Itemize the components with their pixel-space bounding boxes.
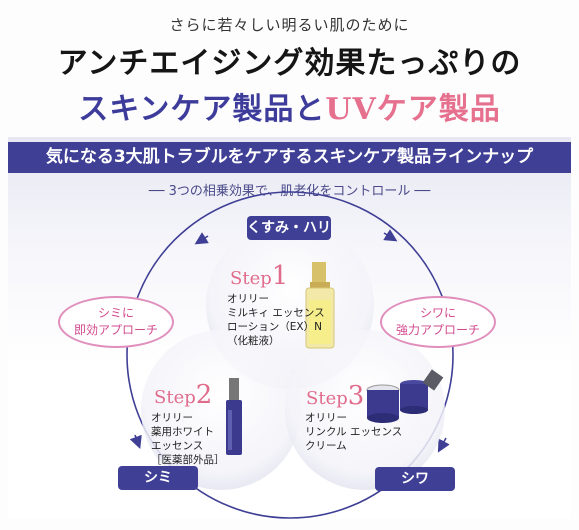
shiwa-approach-line1: シワに [419,306,456,320]
step2-number: 2 [195,380,213,410]
step1-number: 1 [271,261,289,291]
step1-product-name: オリリー ミルキィ エッセンス ローション（EX）N （化粧液） [227,293,325,347]
step1-word: Step [230,268,272,289]
step2-product-name: オリリー 薬用ホワイト エッセンス ［医薬部外品］ [151,412,225,466]
uv-care-text: UVケア製品 [325,92,501,127]
and-text: と [294,92,326,127]
header-line-2: アンチエイジング効果たっぷりの [57,46,522,81]
step3-title: Step3 [306,381,364,411]
shimi-approach-oval: シミに 即効アプローチ [58,296,174,348]
shimi-approach-line1: シミに [97,306,134,320]
cycle-circle [126,191,454,519]
header-line-3: スキンケア製品とUVケア製品 [0,84,579,128]
header-line-1: さらに若々しい明るい肌のために [169,16,410,34]
step1-title: Step1 [230,261,288,291]
shiwa-approach-line2: 強力アプローチ [395,323,480,337]
step3-product-name: オリリー リンクル エッセンス クリーム [305,412,403,452]
lineup-banner: 気になる3大肌トラブルをケアするスキンケア製品ラインナップ [8,142,571,173]
step3-word: Step [306,388,348,409]
arrow-left-bottom [129,434,142,449]
step3-jar-image [366,369,444,423]
step1-bottle-image [305,262,335,349]
skincare-text: スキンケア製品 [78,92,295,127]
shiwa-approach-oval: シワに 強力アプローチ [380,296,496,348]
shimi-approach-line2: 即効アプローチ [73,323,158,337]
step2-bubble [141,330,301,490]
step2-bottle-image [226,378,242,455]
arrow-right-top [383,229,398,242]
label-shiwa: シワ [375,467,455,491]
step3-bubble [285,330,445,490]
arrow-right-bottom [437,437,450,453]
label-kusumi-hari: くすみ・ハリ [247,216,331,240]
step2-word: Step [154,387,196,408]
step2-title: Step2 [154,380,212,410]
arrow-left-top [194,232,209,245]
step3-number: 3 [347,381,365,411]
label-shimi: シミ [118,466,198,490]
